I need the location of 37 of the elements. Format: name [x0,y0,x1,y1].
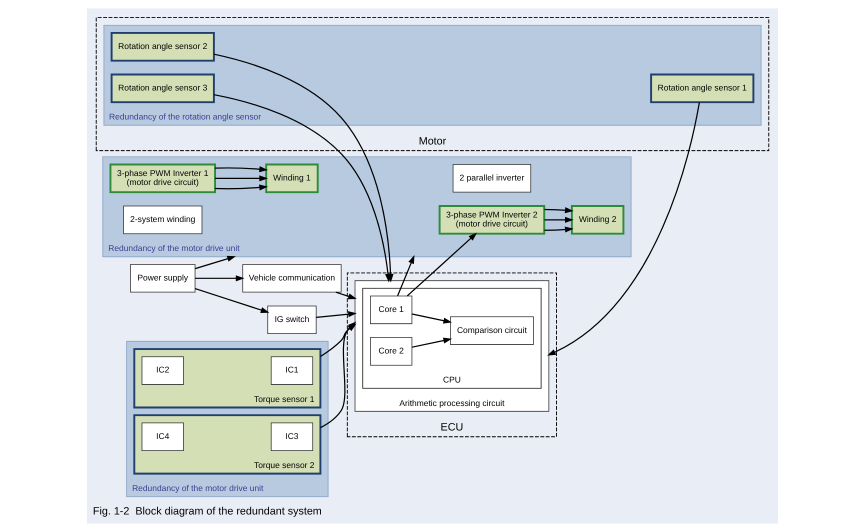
node-box: IG switch [267,306,317,334]
arrow [215,175,268,182]
arrow [397,255,414,296]
node-box: IC3 [270,422,314,451]
arrow [406,232,478,296]
arrow [544,226,574,233]
node-box: Rotation angle sensor 1 [650,74,754,104]
arrow [214,94,391,282]
node-box: Core 1 [370,296,412,324]
node-box: IC4 [142,422,184,451]
arrow [544,207,574,214]
node-box: Vehicle communication [242,264,342,293]
arrow [544,216,574,223]
node-box: IC1 [270,356,314,385]
node-box: Winding 1 [265,164,319,194]
node-box: IC2 [142,356,184,385]
node-box: Winding 2 [570,205,624,235]
arrow [215,184,268,190]
arrow [547,102,700,356]
caption: Fig. 1-2 Block diagram of the redundant system [92,506,322,518]
node-box: Comparison circuit [450,316,534,345]
arrow [195,275,244,282]
arrow [194,288,270,313]
arrow [195,256,236,270]
arrow [412,338,452,348]
node-box: 3-phase PWM Inverter 2 (motor drive circuit) [438,205,546,235]
arrow [336,292,357,300]
arrow [215,166,268,172]
node-box: Core 2 [370,337,412,366]
node-box: Rotation angle sensor 3 [110,74,215,104]
node-box: 2 parallel inverter [452,164,532,193]
node-box: 3-phase PWM Inverter 1 (motor drive circuit) [110,164,216,194]
arrow [412,313,452,324]
node-box: 2-system winding [123,206,202,234]
node-box: Rotation angle sensor 2 [110,32,215,62]
arrow [316,311,357,318]
node-box: Power supply [130,264,196,293]
